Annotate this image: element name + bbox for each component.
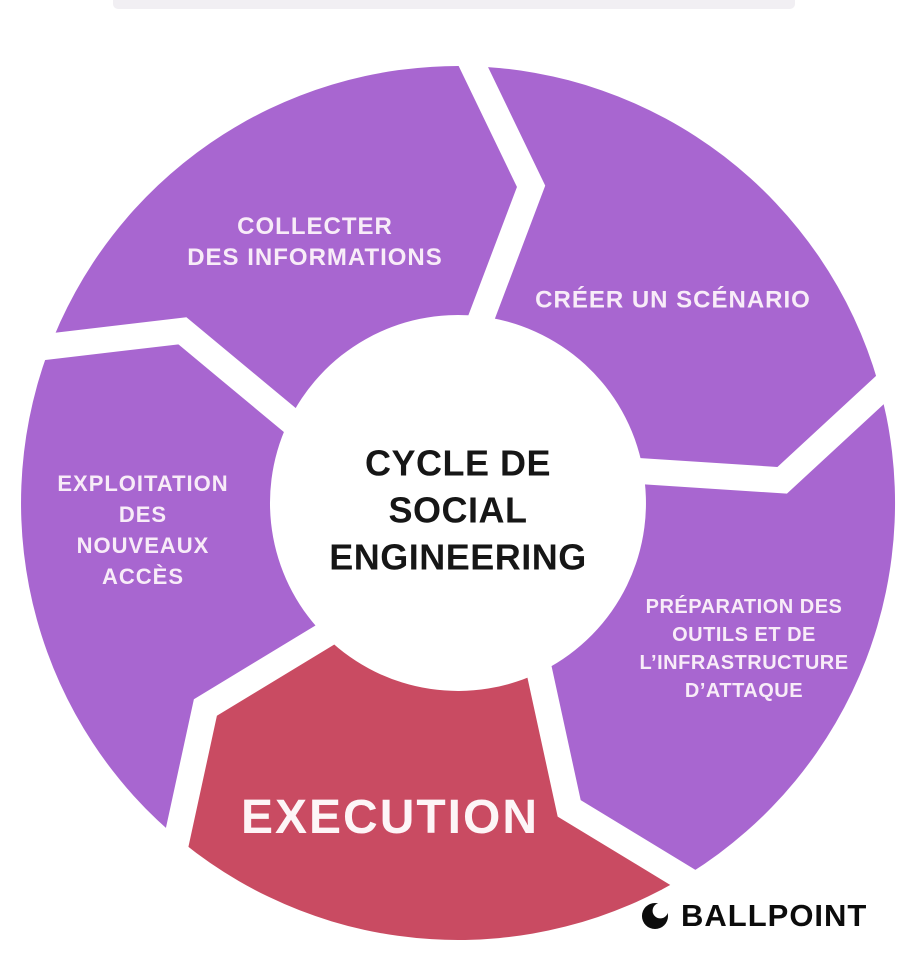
brand-name: BALLPOINT xyxy=(681,898,868,933)
diagram-title: CYCLE DE SOCIAL ENGINEERING xyxy=(329,440,587,581)
segment-exploitation-nouveaux-acces xyxy=(21,330,328,843)
segment-gap-arrow xyxy=(625,368,902,494)
diagram-title-line: CYCLE DE xyxy=(364,442,552,484)
segment-gap-arrow xyxy=(454,45,546,337)
brand-logo: BALLPOINT xyxy=(641,899,867,933)
segment-gap-arrow xyxy=(31,317,311,441)
segment-execution xyxy=(183,638,690,941)
segment-gap-arrow xyxy=(523,653,705,898)
diagram-title-line: SOCIAL xyxy=(388,489,528,531)
segment-gap-arrow xyxy=(160,615,346,858)
segment-collecter-informations xyxy=(47,66,532,424)
segment-preparation-outils-infrastructure xyxy=(543,382,896,874)
ballpoint-ball-icon xyxy=(641,902,669,930)
diagram-title-line: ENGINEERING xyxy=(329,536,587,578)
top-strip xyxy=(113,0,795,9)
segment-creer-un-scenario xyxy=(465,66,879,481)
